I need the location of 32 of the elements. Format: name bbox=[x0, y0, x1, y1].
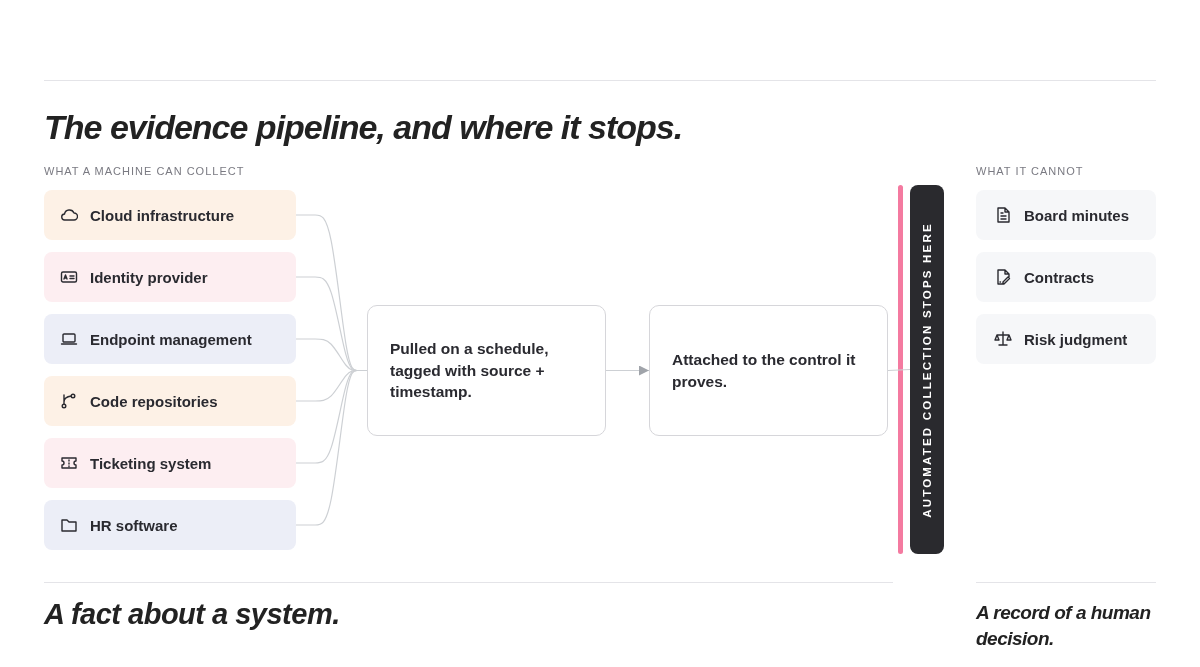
node-text: Identity provider bbox=[90, 268, 208, 286]
connector-line bbox=[295, 369, 368, 526]
node-text: HR software bbox=[90, 516, 178, 534]
section-heading: WHAT A MACHINE CAN COLLECT bbox=[44, 165, 245, 177]
arrow bbox=[605, 365, 650, 376]
node-text: Code repositories bbox=[90, 392, 218, 410]
node-text: Endpoint management bbox=[90, 330, 252, 348]
connector-line bbox=[887, 368, 911, 372]
footer-statement: A record of a human decision. bbox=[976, 601, 1152, 651]
title: The evidence pipeline, and where it stops. bbox=[44, 108, 683, 147]
source-card bbox=[44, 252, 296, 302]
manual-card bbox=[976, 314, 1156, 364]
node-text: Board minutes bbox=[1024, 206, 1129, 224]
process-box bbox=[367, 305, 606, 436]
source-card bbox=[44, 376, 296, 426]
node-text: Cloud infrastructure bbox=[90, 206, 235, 224]
stop-bar bbox=[910, 185, 944, 554]
source-card bbox=[44, 500, 296, 550]
node-text: Pulled on a schedule, tagged with source + timestamp. bbox=[390, 338, 550, 403]
process-box bbox=[649, 305, 888, 436]
source-card bbox=[44, 438, 296, 488]
stop-label: AUTOMATED COLLECTION STOPS HERE bbox=[921, 221, 933, 518]
source-card bbox=[44, 314, 296, 364]
manual-card bbox=[976, 190, 1156, 240]
source-card bbox=[44, 190, 296, 240]
node-text: Contracts bbox=[1024, 268, 1094, 286]
node-text: Ticketing system bbox=[90, 454, 212, 472]
node-text: Risk judgment bbox=[1024, 330, 1128, 348]
footer-statement: A fact about a system. bbox=[44, 598, 340, 631]
node-text: Attached to the control it proves. bbox=[672, 349, 857, 392]
manual-card bbox=[976, 252, 1156, 302]
section-heading: WHAT IT CANNOT bbox=[976, 165, 1084, 177]
